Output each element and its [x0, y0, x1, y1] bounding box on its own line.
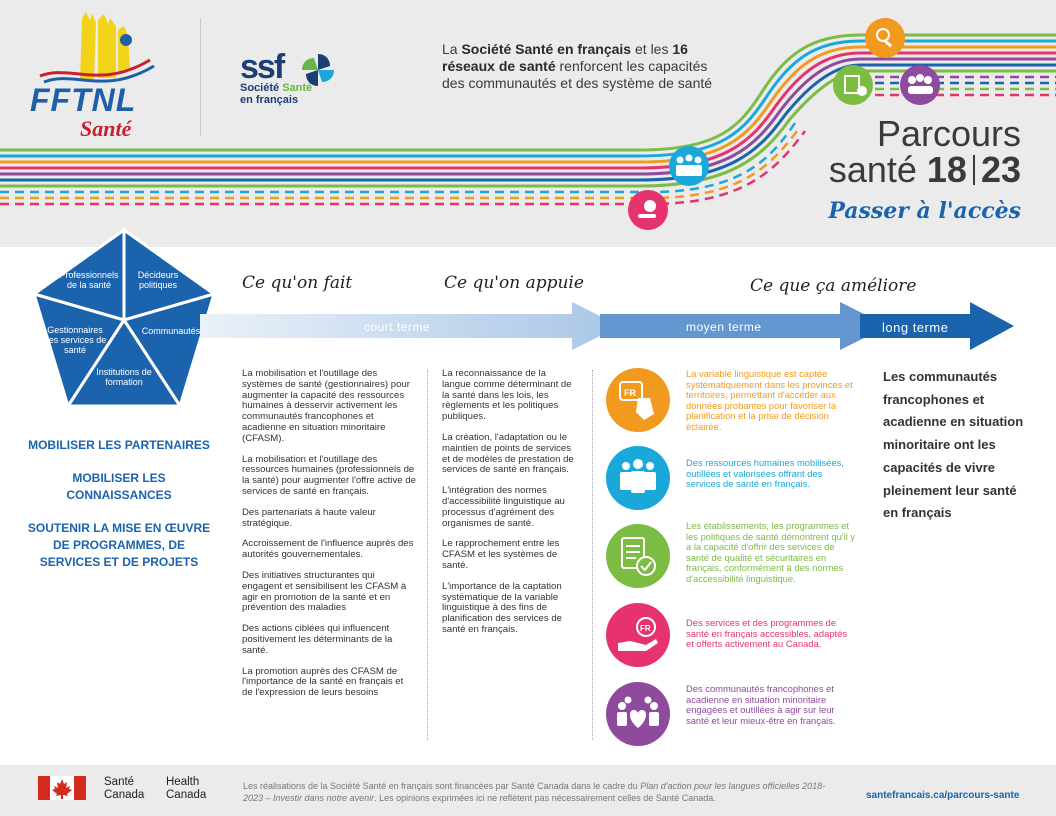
heading-mobiliser-connaissances: MOBILISER LES CONNAISSANCES	[66, 471, 172, 502]
ssf-name-3: en français	[240, 94, 299, 106]
ssf-wordmark: ssf	[240, 48, 285, 86]
appuie-item: La reconnaissance de la langue comme dét…	[442, 368, 572, 423]
tagline: Passer à l'accès	[828, 198, 1021, 224]
fait-item: La promotion auprès des CFASM de l'impor…	[242, 665, 404, 699]
title-line-2: santé 18 23	[806, 152, 1021, 188]
svg-text:FR: FR	[624, 388, 636, 398]
label-court-terme: court terme	[364, 320, 431, 334]
result-text-3: Les établissements, les programmes et le…	[686, 520, 856, 584]
heading-ce-que-ca-ameliore: Ce que ça améliore	[750, 276, 917, 296]
fftnl-logo: FFTNL Santé	[30, 10, 175, 141]
page-title: Parcours santé 18 23	[806, 116, 1021, 188]
title-line-1: Parcours	[876, 113, 1021, 154]
health-workers-icon	[620, 459, 656, 493]
heading-mobiliser-partenaires: MOBILISER LES PARTENAIRES	[28, 438, 210, 452]
result-text-5: Des communautés francophones et acadienn…	[686, 683, 836, 726]
final-outcome: Les communautés francophones et acadienn…	[883, 369, 1024, 521]
partners-pentagon	[30, 228, 218, 410]
segment-professionnels: Professionnels de la santé	[59, 270, 119, 290]
moyen-terme-arrow	[600, 302, 888, 350]
intro-part-1: La	[442, 41, 462, 57]
footer	[0, 765, 1056, 816]
heading-ce-quon-fait: Ce qu'on fait	[242, 273, 353, 293]
gov-health: Health	[166, 776, 200, 788]
fait-item: Des partenariats à haute valeur stratégi…	[242, 506, 376, 529]
intro-text: La Société Santé en français et les 16 r…	[442, 41, 732, 92]
ssf-tagline: Société Santé en français	[240, 82, 312, 106]
segment-institutions: Institutions de formation	[96, 367, 152, 387]
court-terme-arrow	[200, 302, 620, 350]
title-year-end: 23	[980, 149, 1021, 190]
disclaimer-plan: Plan d'action pour les langues officiell…	[243, 781, 826, 803]
gov-sante: Santé	[104, 776, 135, 788]
result-circle-5	[606, 682, 670, 746]
fait-item: Accroissement de l'influence auprès des …	[242, 538, 414, 561]
website-link[interactable]: santefrancais.ca/parcours-sante	[866, 790, 1020, 801]
column-ce-quon-appuie: La reconnaissance de la langue comme dét…	[442, 368, 576, 646]
fr-hand-icon: FR	[619, 381, 654, 420]
title-year-start: 18	[926, 149, 967, 190]
column-ce-quon-fait: La mobilisation et l'outillage des systè…	[242, 368, 416, 709]
intro-part-3: renforcent les capacités des communautés…	[442, 58, 713, 91]
disclaimer-part-3: . Les opinions exprimées ici ne reflèten…	[374, 793, 716, 803]
intro-part-2: et les	[631, 41, 673, 57]
pinwheel-icon	[302, 54, 334, 86]
result-text-1: La variable linguistique est captée syst…	[686, 368, 853, 432]
checklist-icon	[621, 537, 656, 576]
result-text-2: Des ressources humaines mobilisées, outi…	[686, 457, 844, 490]
heading-ce-quon-appuie: Ce qu'on appuie	[444, 273, 584, 293]
intro-bold-1: Société Santé en français	[461, 41, 632, 57]
ssf-name-1: Société	[240, 82, 283, 94]
intro-bold-2: 16 réseaux de santé	[442, 41, 688, 74]
title-bar	[972, 155, 975, 185]
funding-disclaimer: Les réalisations de la Société Santé en …	[243, 780, 833, 804]
fait-item: La mobilisation et l'outillage des systè…	[242, 368, 410, 444]
logo-divider	[200, 18, 201, 136]
fait-item: La mobilisation et l'outillage des resso…	[242, 453, 416, 497]
result-circle-1: FR	[606, 368, 670, 432]
appuie-item: Le rapprochement entre les CFASM et les …	[442, 538, 560, 571]
appuie-item: L'importance de la captation systématiqu…	[442, 580, 562, 635]
divider-dotted	[592, 370, 593, 740]
title-word-sante: santé	[828, 149, 917, 190]
canada-flag-icon	[38, 776, 86, 800]
appuie-item: La création, l'adaptation ou le maintien…	[442, 431, 574, 476]
label-long-terme: long terme	[882, 320, 949, 335]
segment-decideurs: Décideurs politiques	[137, 270, 179, 290]
divider-dotted	[427, 370, 428, 740]
result-circle-2	[606, 446, 670, 510]
gov-canada-fr: Canada	[104, 789, 145, 801]
ssf-logo: ssf Société Santé en français	[240, 50, 360, 110]
fftnl-sante: Santé	[80, 116, 132, 141]
rainbow-lines	[0, 18, 1056, 230]
ship-sail-icon	[39, 12, 155, 84]
result-circle-4: FR	[606, 603, 670, 667]
result-circle-3	[606, 524, 670, 588]
community-heart-icon	[617, 696, 659, 728]
fr-services-icon: FR	[618, 617, 658, 651]
result-text-4: Des services et des programmes de santé …	[686, 617, 848, 650]
fait-item: Des initiatives structurantes qui engage…	[242, 569, 407, 614]
ssf-name-2: Santé	[282, 82, 313, 94]
heading-soutenir: SOUTENIR LA MISE EN ŒUVRE DE PROGRAMMES,…	[27, 521, 211, 569]
segment-gestionnaires: Gestionnaires des services de santé	[43, 325, 107, 355]
fait-item: Des actions ciblées qui influencent posi…	[242, 623, 393, 656]
svg-text:FR: FR	[640, 624, 651, 633]
appuie-item: L'intégration des normes d'accessibilité…	[442, 485, 565, 529]
label-moyen-terme: moyen terme	[686, 320, 762, 334]
gov-canada-en: Canada	[166, 789, 207, 801]
timeline-arrows	[200, 302, 1014, 350]
header-banner: FFTNL Santé ssf Société Santé en françai…	[0, 0, 1056, 247]
disclaimer-part-1: Les réalisations de la Société Santé en …	[243, 781, 641, 791]
long-terme-arrow	[860, 302, 1014, 350]
segment-communautes: Communautés	[141, 326, 201, 336]
fftnl-wordmark: FFTNL	[30, 82, 137, 118]
